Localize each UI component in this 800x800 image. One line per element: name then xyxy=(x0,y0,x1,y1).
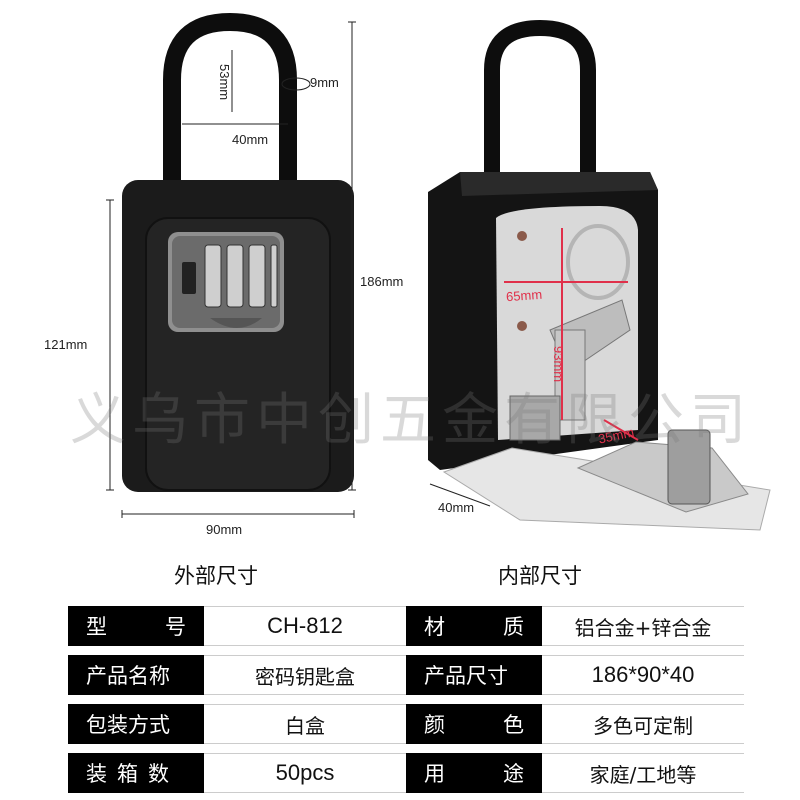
spec-value-carton-qty: 50pcs xyxy=(204,753,406,793)
caption-inner: 内部尺寸 xyxy=(498,564,582,588)
shackle-open xyxy=(484,19,596,200)
inner-lockbox-illustration xyxy=(428,19,771,531)
spec-value-material: 铝合金+锌合金 xyxy=(542,606,744,646)
dim-depth: 40mm xyxy=(438,500,475,515)
spec-label-model: 型号 xyxy=(68,606,204,646)
spec-label-product-name: 产品名称 xyxy=(68,655,204,695)
spec-label-packaging: 包装方式 xyxy=(68,704,204,744)
spec-label-product-size: 产品尺寸 xyxy=(406,655,542,695)
spec-value-color: 多色可定制 xyxy=(542,704,744,744)
dim-shackle-width: 40mm xyxy=(232,132,269,147)
spec-table: 型号 CH-812 材质 铝合金+锌合金 产品名称 密码钥匙盒 产品尺寸 186… xyxy=(68,606,746,793)
dim-body-width: 90mm xyxy=(206,522,243,537)
dim-inner-width: 65mm xyxy=(505,286,543,305)
spec-row-packaging: 包装方式 白盒 颜色 多色可定制 xyxy=(68,704,746,744)
outer-lockbox-illustration xyxy=(106,12,356,518)
spec-value-model: CH-812 xyxy=(204,606,406,646)
spec-row-model: 型号 CH-812 材质 铝合金+锌合金 xyxy=(68,606,746,646)
spec-value-usage: 家庭/工地等 xyxy=(542,753,744,793)
spec-value-product-name: 密码钥匙盒 xyxy=(204,655,406,695)
spec-row-name: 产品名称 密码钥匙盒 产品尺寸 186*90*40 xyxy=(68,655,746,695)
dim-inner-height: 93mm xyxy=(551,346,566,383)
spec-label-carton-qty: 装箱数 xyxy=(68,753,204,793)
spec-label-usage: 用途 xyxy=(406,753,542,793)
spec-row-carton: 装箱数 50pcs 用途 家庭/工地等 xyxy=(68,753,746,793)
dim-body-height: 121mm xyxy=(44,337,88,352)
spec-value-packaging: 白盒 xyxy=(204,704,406,744)
spec-label-color: 颜色 xyxy=(406,704,542,744)
spec-value-product-size: 186*90*40 xyxy=(542,655,744,695)
caption-outer: 外部尺寸 xyxy=(174,564,258,588)
dim-shackle-height: 53mm xyxy=(217,64,232,101)
shackle xyxy=(163,12,297,185)
spec-label-material: 材质 xyxy=(406,606,542,646)
dim-shackle-thickness: 9mm xyxy=(310,75,339,90)
dim-total-height: 186mm xyxy=(360,274,404,289)
